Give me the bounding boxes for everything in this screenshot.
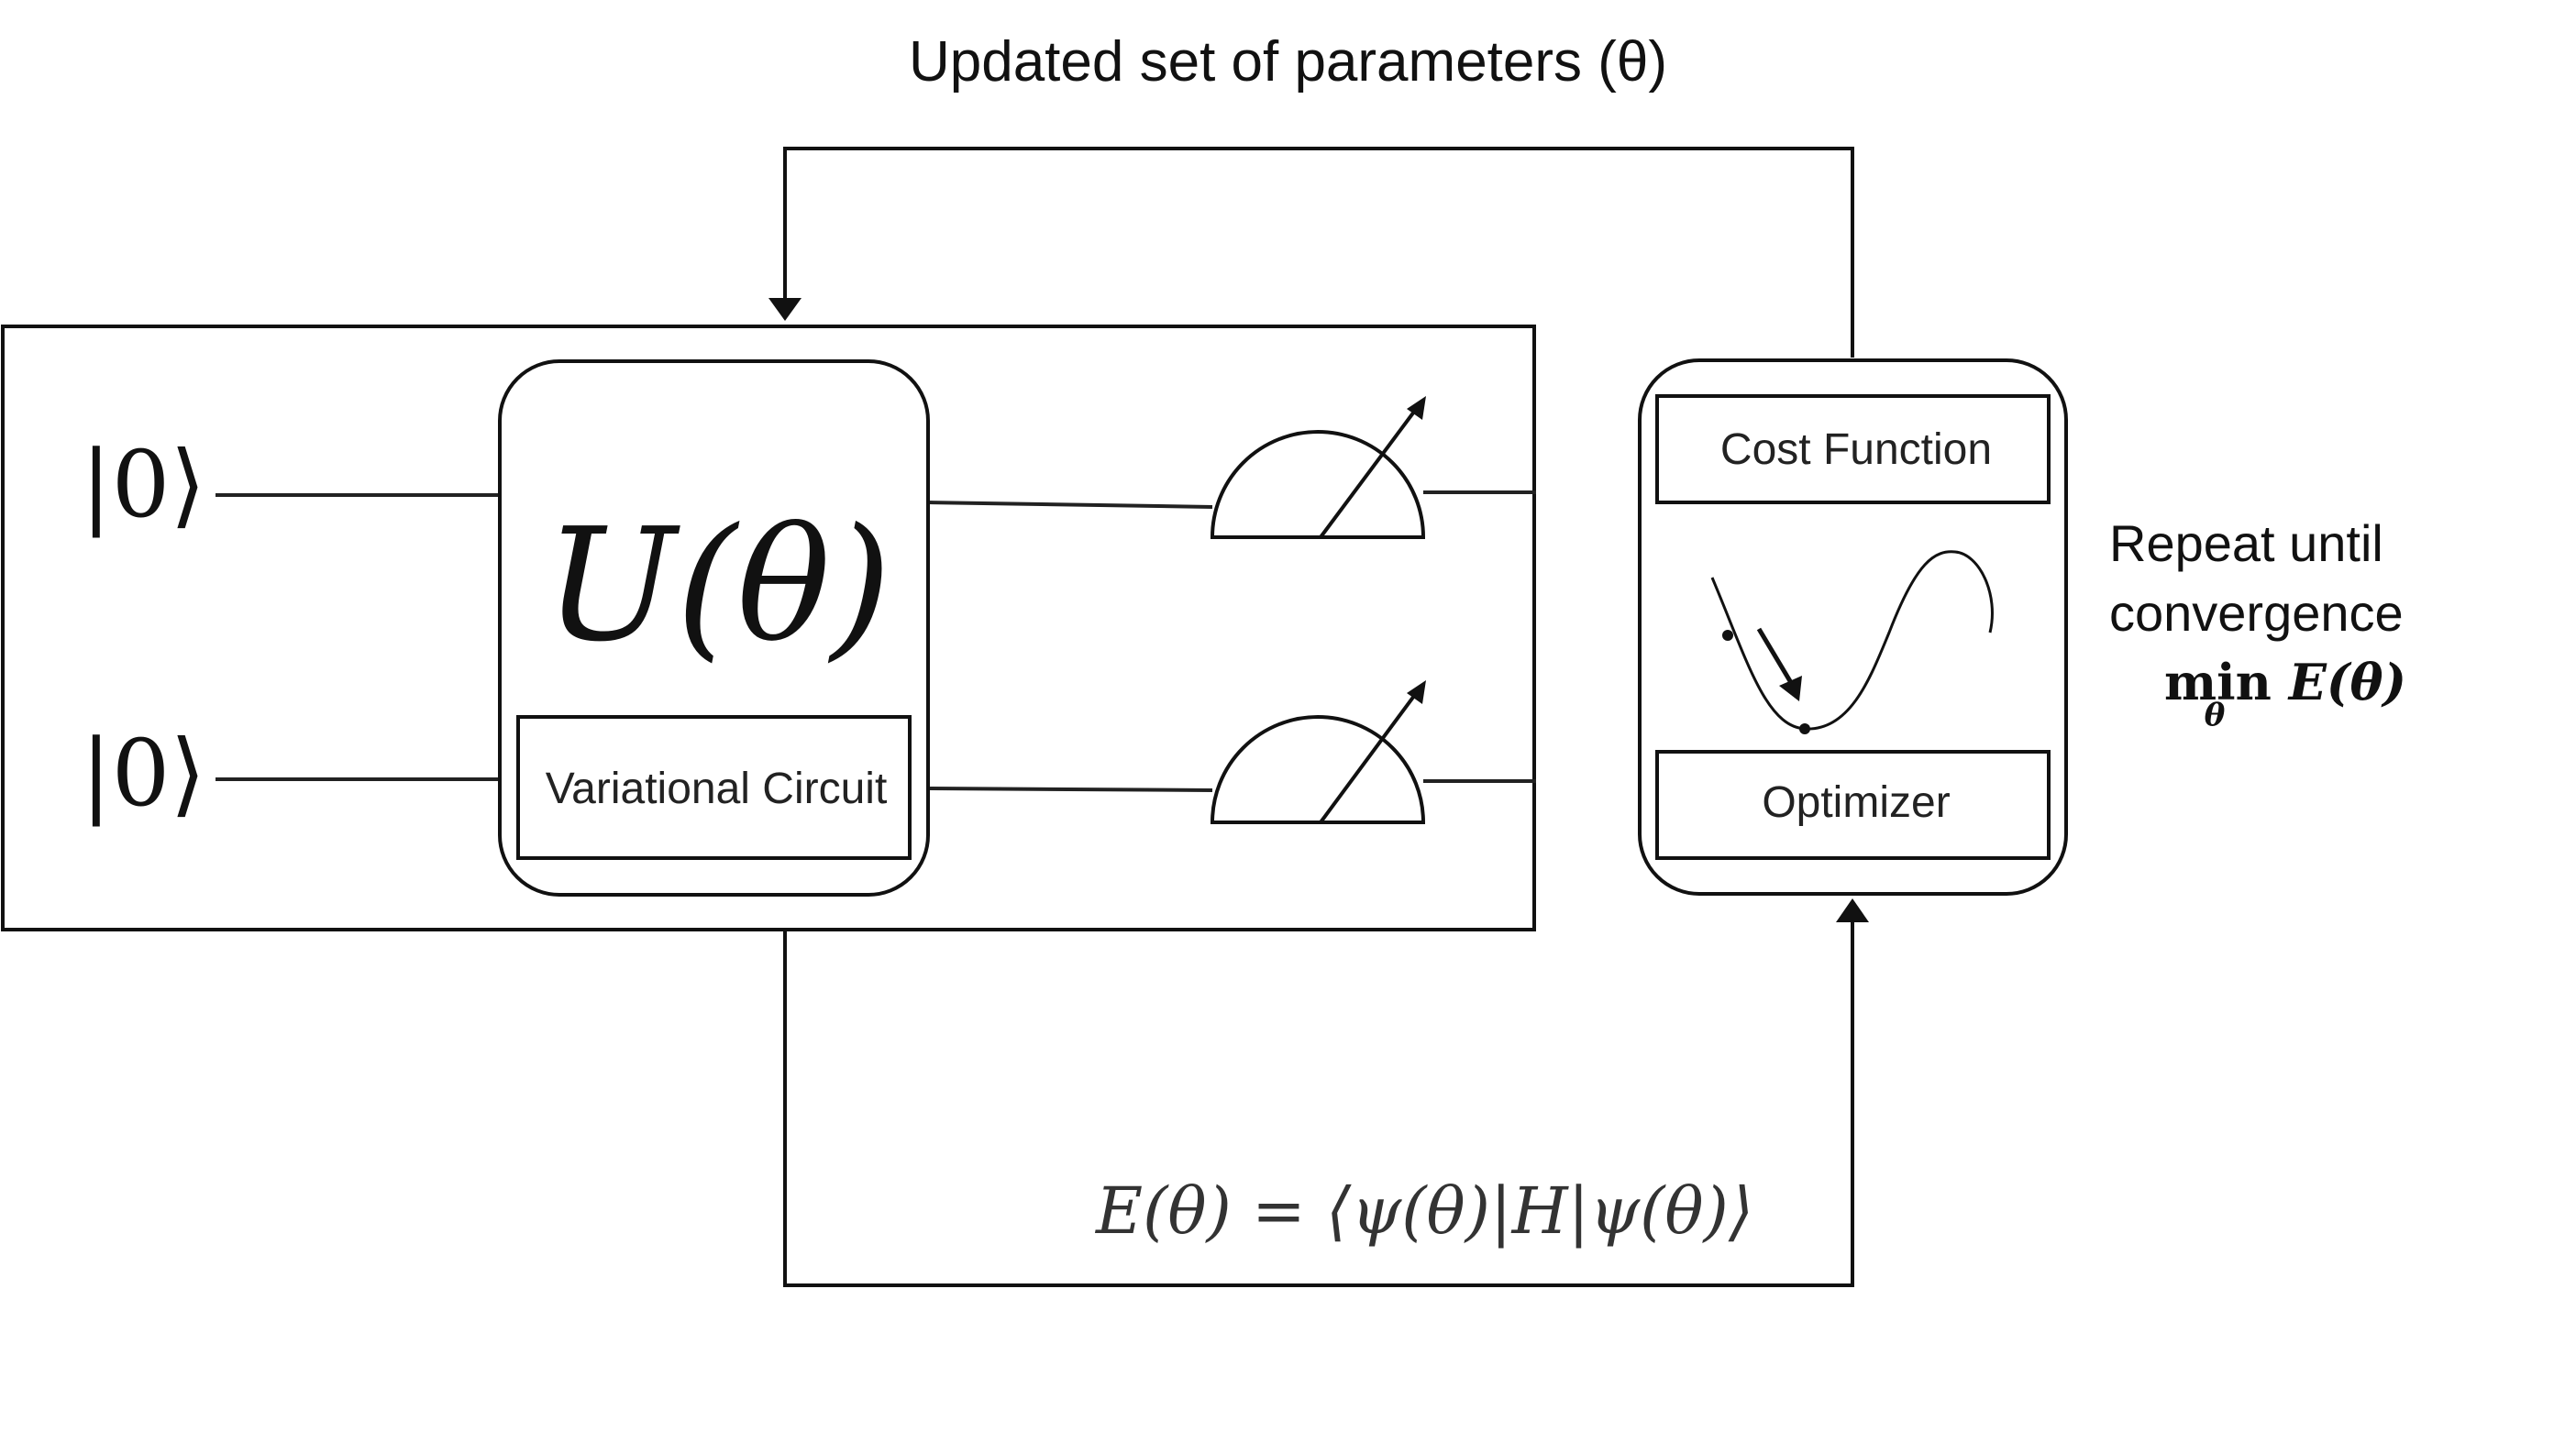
min-subscript: θ [2204,697,2226,733]
measurement-meter-2 [1210,680,1426,824]
optimizer-label-box [1655,750,2051,860]
repeat-label-line-2: convergence [2109,584,2404,642]
repeat-label-line-1: Repeat until [2109,514,2383,572]
min-operator: min [2164,653,2272,711]
descent-arrow [1756,627,1796,688]
descent-start-dot [1722,630,1733,641]
qubit-wire-1-out [927,501,1213,509]
energy-lhs: E(θ) [1096,1173,1232,1249]
energy-expectation-expression: E(θ) = ⟨ψ(θ)|H|ψ(θ)⟩ [1096,1173,1753,1249]
minimization-expression: min E(θ) θ [2164,653,2407,733]
energy-equals: = [1231,1173,1327,1249]
energy-measurement-arrowhead [1836,898,1869,922]
energy-measurement-line [783,917,1854,1287]
min-argument: E(θ) [2288,653,2407,711]
energy-rhs: ⟨ψ(θ)|H|ψ(θ)⟩ [1326,1173,1754,1249]
measurement-meter-1 [1210,396,1426,539]
qubit-1-initial-state: |0⟩ [81,431,206,538]
qubit-wire-2-out [927,787,1213,792]
cost-function-box [1655,394,2051,504]
quantum-circuit-frame [1,325,1536,931]
minimum-dot [1799,723,1810,734]
variational-circuit-label: Variational Circuit [545,765,888,813]
cost-function-label: Cost Function [1719,425,1993,474]
parameter-feedback-line [783,147,1854,358]
cost-landscape-curve [1710,550,1994,731]
parameter-update-label: Updated set of parameters (θ) [908,30,1668,94]
parameter-feedback-arrowhead [768,298,802,321]
qubit-2-initial-state: |0⟩ [81,720,206,827]
variational-circuit-box [516,715,912,860]
descent-arrowhead [1779,676,1802,701]
optimizer-label: Optimizer [1762,778,1951,827]
ansatz-unitary-symbol: U(θ) [544,495,892,677]
